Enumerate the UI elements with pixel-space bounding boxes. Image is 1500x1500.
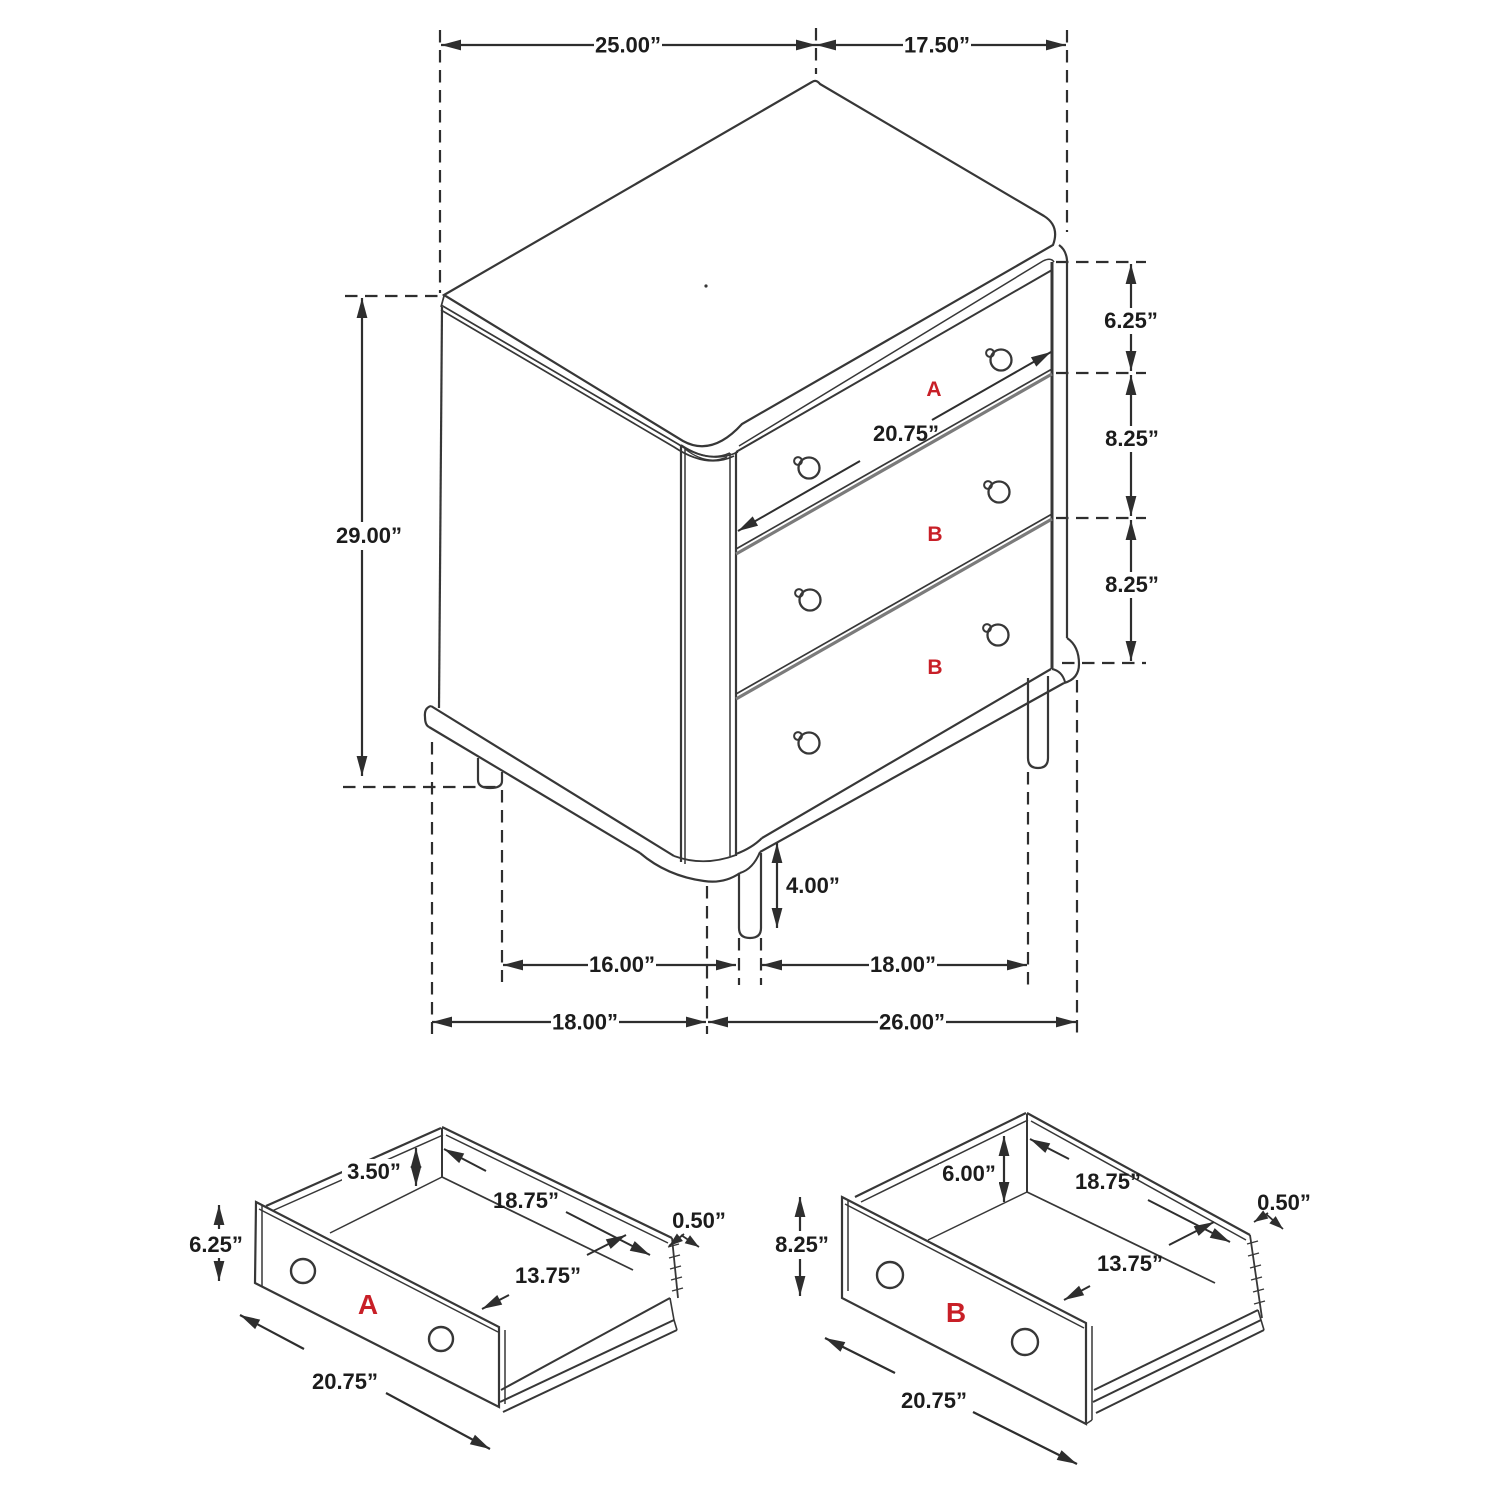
svg-text:8.25”: 8.25” — [1105, 572, 1159, 597]
svg-text:B: B — [927, 523, 942, 546]
svg-text:18.75”: 18.75” — [493, 1188, 559, 1213]
svg-text:20.75”: 20.75” — [312, 1369, 378, 1394]
svg-text:18.00”: 18.00” — [552, 1010, 618, 1035]
svg-text:8.25”: 8.25” — [1105, 426, 1159, 451]
svg-text:A: A — [358, 1289, 378, 1320]
svg-text:17.50”: 17.50” — [904, 33, 970, 58]
svg-text:20.75”: 20.75” — [873, 421, 939, 446]
svg-text:29.00”: 29.00” — [336, 523, 402, 548]
svg-text:26.00”: 26.00” — [879, 1010, 945, 1035]
svg-text:6.25”: 6.25” — [1104, 308, 1158, 333]
svg-text:20.75”: 20.75” — [901, 1388, 967, 1413]
svg-text:18.75”: 18.75” — [1075, 1169, 1141, 1194]
svg-text:A: A — [926, 378, 941, 401]
svg-text:13.75”: 13.75” — [1097, 1251, 1163, 1276]
svg-text:4.00”: 4.00” — [786, 873, 840, 898]
svg-text:B: B — [927, 656, 942, 679]
svg-text:25.00”: 25.00” — [595, 33, 661, 58]
svg-text:8.25”: 8.25” — [775, 1232, 829, 1257]
svg-text:0.50”: 0.50” — [1257, 1190, 1311, 1215]
svg-text:6.25”: 6.25” — [189, 1232, 243, 1257]
svg-text:0.50”: 0.50” — [672, 1208, 726, 1233]
svg-text:16.00”: 16.00” — [589, 952, 655, 977]
svg-text:B: B — [946, 1297, 966, 1328]
svg-text:18.00”: 18.00” — [870, 952, 936, 977]
svg-text:3.50”: 3.50” — [347, 1159, 401, 1184]
svg-text:13.75”: 13.75” — [515, 1263, 581, 1288]
svg-text:6.00”: 6.00” — [942, 1161, 996, 1186]
